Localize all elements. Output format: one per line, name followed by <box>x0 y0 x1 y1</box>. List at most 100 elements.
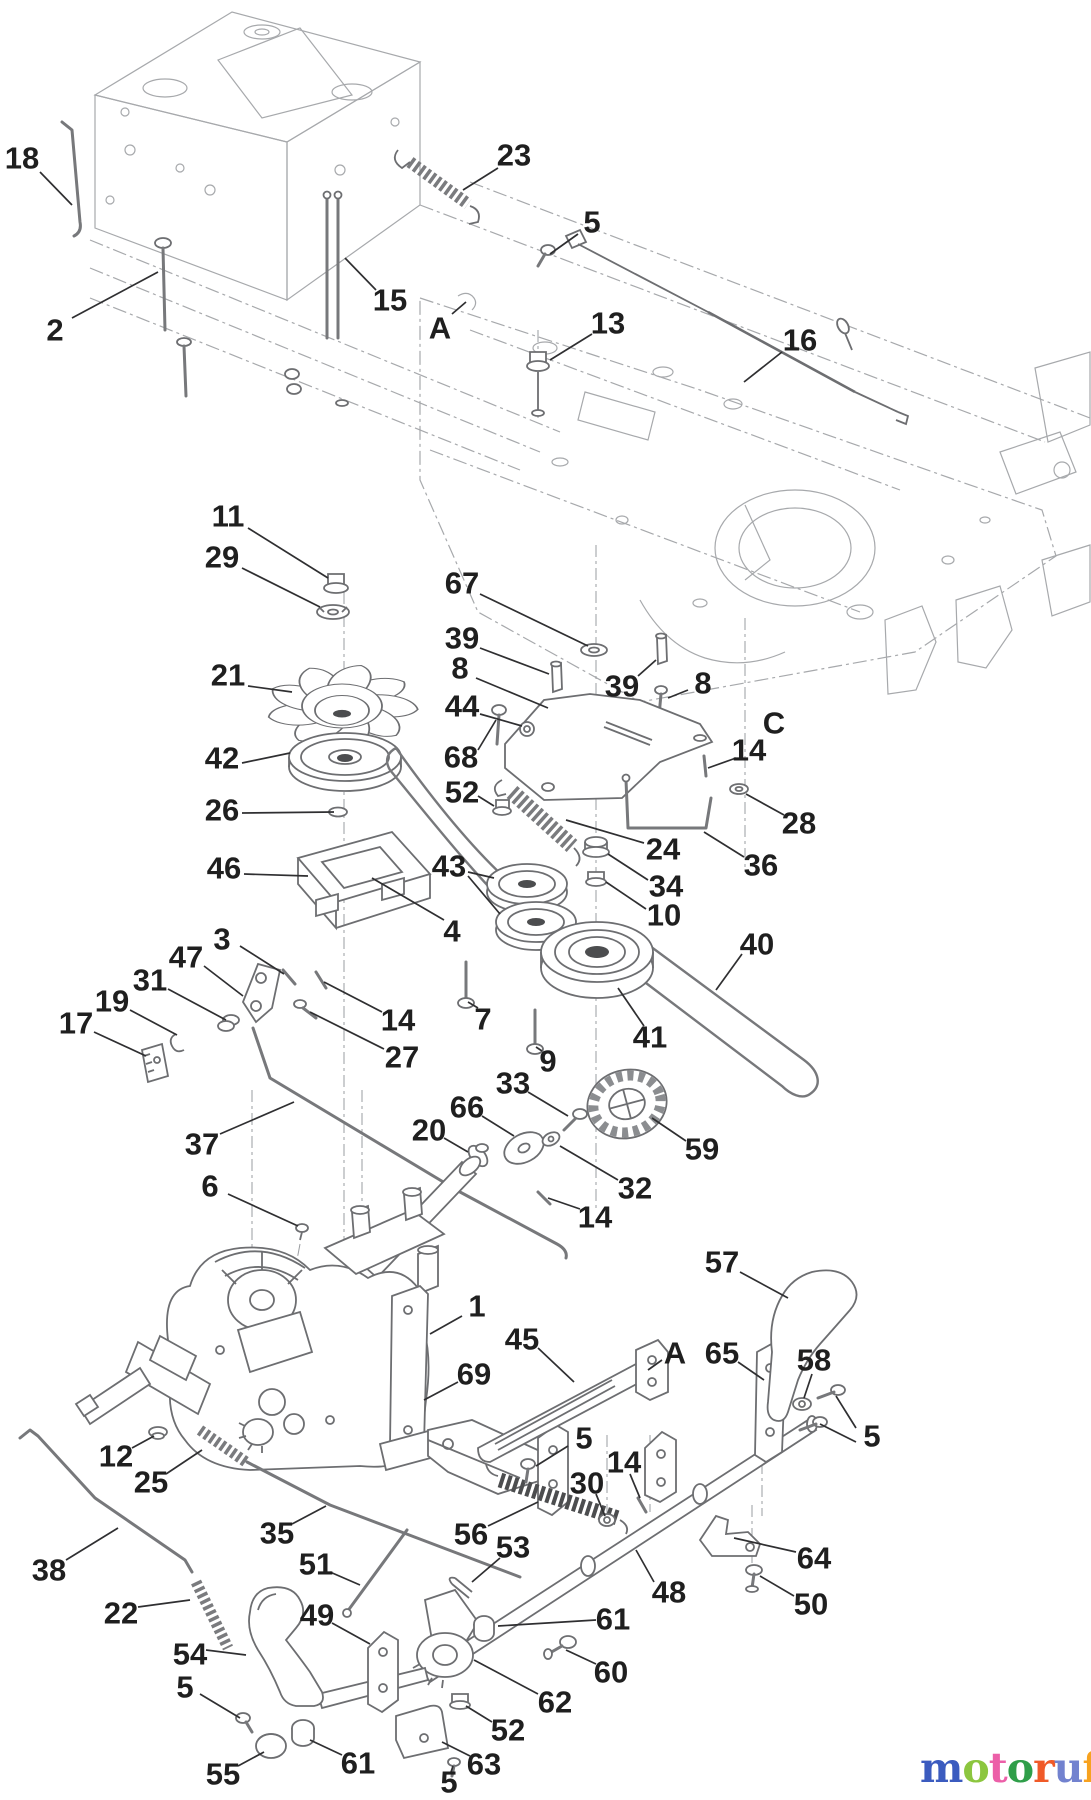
nut-10 <box>585 871 607 887</box>
leader-line <box>219 1101 295 1135</box>
part-number-callout: 16 <box>783 323 817 358</box>
part-number-callout: 2 <box>46 313 63 348</box>
part-number-callout: 39 <box>445 621 479 656</box>
shift-rod-37 <box>251 1026 568 1260</box>
part-number-callout: 54 <box>173 1637 208 1672</box>
leader-line <box>477 719 497 751</box>
leader-line <box>743 351 783 383</box>
leader-line <box>429 1315 463 1335</box>
part-number-callout: 3 <box>213 922 230 957</box>
brake-rod-35 <box>245 1460 522 1579</box>
leader-line <box>537 1347 575 1383</box>
part-number-callout: 66 <box>450 1090 484 1125</box>
leader-line <box>465 1705 493 1723</box>
leader-line <box>450 1765 454 1773</box>
part-number-callout: 52 <box>491 1713 525 1748</box>
universal-joint-20 <box>458 1143 489 1177</box>
reference-letter: A <box>429 311 451 346</box>
bolt-5-right-b <box>798 1416 828 1432</box>
leader-line <box>479 647 550 675</box>
part-number-callout: 62 <box>538 1685 572 1720</box>
part-number-callout: 35 <box>260 1516 294 1551</box>
spring-24 <box>506 786 578 852</box>
part-number-callout: 20 <box>412 1113 446 1148</box>
motoruf-logo[interactable]: motoruf'.de <box>920 1744 1091 1792</box>
pin-14-bottom <box>636 1496 648 1514</box>
leader-line <box>309 1011 385 1050</box>
part-number-callout: 55 <box>206 1757 240 1792</box>
part-number-callout: 61 <box>341 1746 375 1781</box>
part-number-callout: 57 <box>705 1245 739 1280</box>
part-number-callout: 53 <box>496 1530 530 1565</box>
leader-line <box>629 1473 641 1499</box>
bolt-5-left <box>235 1712 251 1724</box>
rod-36 <box>624 778 713 830</box>
part-number-callout: 10 <box>647 898 681 933</box>
part-number-callout: 61 <box>596 1602 630 1637</box>
part-number-callout: 63 <box>467 1747 501 1782</box>
leader-line <box>331 1622 371 1645</box>
reference-letter: C <box>763 706 785 741</box>
part-number-callout: 4 <box>443 914 461 949</box>
part-number-callout: 27 <box>385 1040 419 1075</box>
leader-line <box>462 167 499 191</box>
bolt-2-shaft <box>161 246 167 332</box>
leader-line <box>167 988 227 1021</box>
bushing-61-mid <box>473 1615 495 1642</box>
leader-line <box>605 881 647 910</box>
leader-line <box>481 1115 515 1137</box>
bushing-61-left <box>291 1719 315 1747</box>
leader-line <box>707 757 737 769</box>
part-number-callout: 24 <box>646 832 681 867</box>
part-number-callout: 32 <box>618 1171 652 1206</box>
leader-line <box>323 981 383 1013</box>
part-number-callout: 40 <box>740 927 774 962</box>
part-number-callout: 14 <box>381 1003 416 1038</box>
spring-25 <box>196 1425 250 1467</box>
part-number-callout: 43 <box>432 849 466 884</box>
pedal-shaft-assembly <box>235 1269 858 1778</box>
leader-line <box>291 1505 327 1525</box>
leader-line <box>137 1599 191 1608</box>
leader-line <box>371 877 445 921</box>
part-number-callout: 46 <box>207 851 241 886</box>
leader-line <box>39 171 73 206</box>
leader-line <box>715 953 743 991</box>
lower-left-linkage <box>18 1425 522 1651</box>
upper-hardware <box>60 120 910 426</box>
part-number-callout: 34 <box>649 869 684 904</box>
leader-line <box>467 871 495 879</box>
flat-idler-pulley-41 <box>540 921 654 999</box>
part-number-callout: 8 <box>694 666 711 701</box>
leader-line <box>703 831 745 858</box>
leader-line <box>835 1395 857 1429</box>
leader-line <box>549 333 593 361</box>
leader-line <box>241 752 291 764</box>
part-number-callout: 41 <box>633 1020 667 1055</box>
leader-line <box>451 301 467 315</box>
part-number-callout: 42 <box>205 741 239 776</box>
bolt-27 <box>293 999 307 1009</box>
part-number-callout: 65 <box>705 1336 739 1371</box>
leader-line <box>651 1117 687 1142</box>
part-number-callout: 49 <box>300 1598 334 1633</box>
part-number-callout: 67 <box>445 566 479 601</box>
part-number-callout: 51 <box>299 1547 333 1582</box>
drive-pulley-42 <box>288 732 402 792</box>
part-number-callout: 14 <box>578 1200 613 1235</box>
part-number-callout: 23 <box>497 138 531 173</box>
leader-line <box>247 527 329 579</box>
leader-line <box>93 1031 147 1057</box>
logo-letter: u <box>1053 1744 1084 1792</box>
logo-letter: o <box>1006 1744 1034 1792</box>
leader-line <box>479 593 589 647</box>
transaxle-1 <box>74 1186 446 1472</box>
leader-line <box>535 1445 569 1467</box>
reference-letter: A <box>664 1336 686 1371</box>
leader-line <box>565 819 645 844</box>
axle-support <box>323 1208 446 1276</box>
part-number-callout: 39 <box>605 669 639 704</box>
pin-14-right <box>702 754 708 778</box>
leader-line <box>441 1741 471 1757</box>
